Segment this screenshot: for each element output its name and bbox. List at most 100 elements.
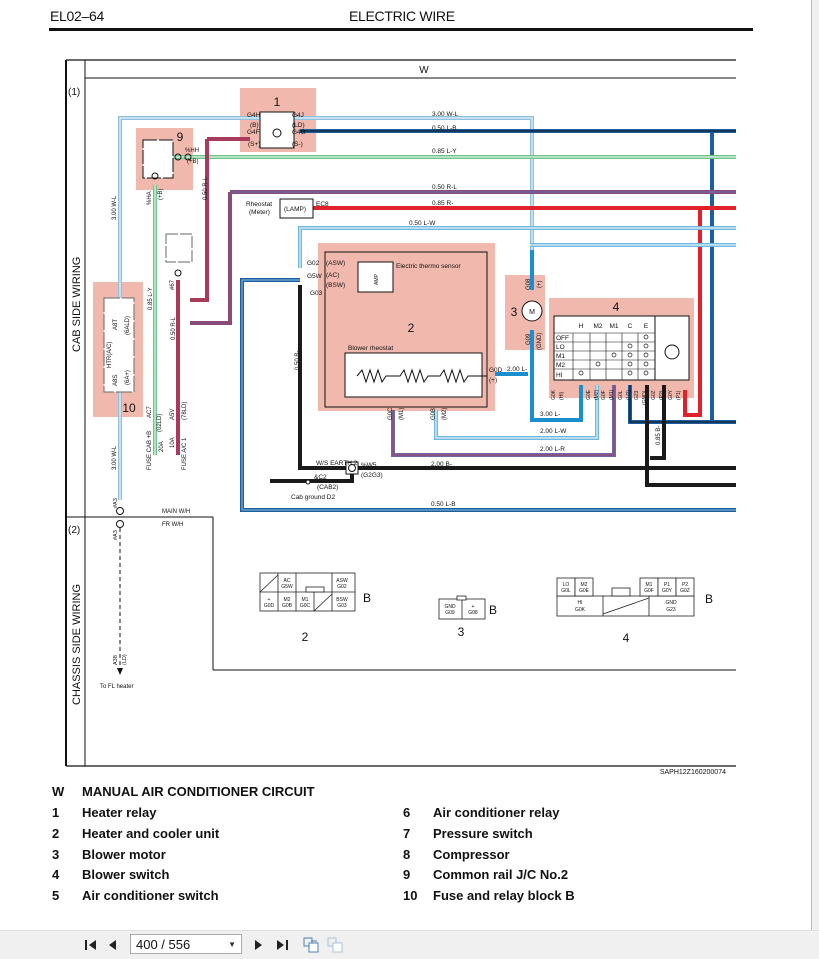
path-shape (435, 385, 598, 439)
label-wire_labels-w16: 0.50 R-L (203, 176, 209, 200)
label-pins-9: (M1) (399, 408, 405, 420)
g-shape (578, 334, 649, 376)
label-2-1: G0D (264, 603, 275, 609)
previous-page-icon (109, 940, 116, 950)
rect-shape (305, 586, 325, 593)
label-fuse2-amp: 10A (170, 437, 176, 448)
label-wire_labels-w12: 0.50 L-B (431, 501, 456, 508)
label-wire_labels-w8: 3.00 L- (540, 411, 560, 418)
label-0-0: GND (444, 604, 456, 610)
label-cols-2: M1 (609, 323, 618, 330)
diagram-frame (65, 59, 736, 767)
label-pins-11: (P2) (659, 390, 665, 400)
label-pins-0: G4H (247, 112, 261, 119)
label-wire_labels-w17: 3.00 W-L (112, 445, 118, 470)
rect-shape (675, 577, 695, 597)
label-harness-main: MAIN W/H (162, 509, 190, 515)
label-c9-num: 9 (177, 130, 184, 144)
path-shape (299, 227, 736, 268)
label-pins-1: (+B) (187, 159, 199, 165)
last-page-icon (277, 940, 288, 950)
circle-shape (116, 520, 124, 528)
rect-shape (279, 198, 314, 219)
label-pins-2: HTR(A/C) (107, 342, 113, 368)
circle-shape (305, 479, 311, 485)
label-fuse1-pin: AC7 (147, 406, 153, 418)
next-page-button[interactable] (252, 936, 264, 954)
next-view-button[interactable] (326, 936, 344, 954)
label-pins-6: (S+) (248, 141, 260, 148)
label-0-0: LO (563, 582, 570, 588)
previous-page-button[interactable] (107, 936, 119, 954)
label-pins-6: G0D (489, 367, 503, 374)
label-4-0: M1 (302, 597, 309, 603)
circle-shape (151, 172, 159, 180)
label-4-1: G0Z (680, 588, 690, 594)
label-cols-1: M2 (593, 323, 602, 330)
previous-view-button[interactable] (302, 936, 320, 954)
circle-shape (643, 352, 649, 358)
label-c2-sub2: Blower rheostat (348, 345, 393, 352)
fuses: AC7 (02LD) 20A FUSE CAB +B A5V (78LD) 10… (147, 402, 188, 470)
label-3-0: P1 (664, 582, 670, 588)
label-3-1: G0Y (662, 588, 673, 594)
label-rows-1: LO (556, 344, 565, 351)
rect-shape (357, 261, 394, 293)
rect-shape (345, 461, 359, 475)
label-pins-8: G0C (388, 407, 394, 420)
label-wire_labels-w10: 2.00 L-R (540, 446, 565, 453)
page-number-select[interactable]: 400 / 556 ▼ (130, 934, 242, 954)
label-pins-3: (LD) (292, 122, 305, 129)
label-pins-7: (S-) (292, 141, 303, 148)
label-rheostat-label1: Rheostat (246, 201, 272, 208)
label-rows-2: M1 (556, 353, 565, 360)
label-pins-3: (+B) (158, 188, 164, 200)
circle-shape (643, 343, 649, 349)
first-page-button[interactable] (84, 936, 98, 954)
polyline-shape (356, 368, 487, 384)
label-rows-4: HI (556, 372, 563, 379)
section-label: W (419, 65, 429, 76)
label-harness-fr: FR W/H (162, 522, 183, 528)
label-c4-num: 4 (613, 300, 620, 314)
relay-box (165, 233, 193, 263)
heater-relay: 1 G4H G4J (B) (LD) G4F G4G (S+) (S-) (247, 95, 306, 149)
last-page-button[interactable] (275, 936, 289, 954)
label-1-0: M2 (581, 582, 588, 588)
heater-cooler-unit: 2 AMP Electric thermo sensor Blower rheo… (307, 251, 503, 420)
blower-switch: 4 H M2 M1 C E OFF LO M1 M2 HI G0K (HI) G… (551, 300, 690, 405)
label-c3-num: 3 (511, 305, 518, 319)
label-1-1: G02 (337, 584, 347, 590)
label-pins-13: (P1) (676, 390, 682, 400)
label-c10-num: 10 (122, 401, 136, 415)
vertical-scrollbar[interactable] (811, 0, 819, 930)
line-shape (602, 597, 650, 615)
label-3-0: M2 (284, 597, 291, 603)
next-view-icon (327, 937, 343, 953)
label-pins-2: G09 (526, 333, 532, 345)
label-rows-3: M2 (556, 362, 565, 369)
label-3-1: G0B (282, 603, 293, 609)
line-shape (313, 593, 333, 612)
label-5-1: G0K (575, 607, 586, 613)
circle-shape (627, 352, 633, 358)
label-pins-0: G0K (551, 389, 557, 400)
label-cols-3: C (628, 323, 633, 330)
label-pins-0: %HH (185, 148, 199, 154)
wire-labels: 3.00 W-L 0.50 L-B 0.85 L-Y 0.50 R-L 0.85… (112, 111, 662, 508)
label-wire_labels-w18: 0.85 B- (656, 426, 662, 445)
label-harness-pin_c2: (LD) (122, 654, 128, 665)
label-fuse1-conn: (02LD) (157, 414, 163, 432)
relay-pin: #67 (170, 279, 176, 290)
label-1-0: ASW (336, 578, 348, 584)
label-ground-a: W/S EARTH 2 (316, 460, 358, 467)
wire-3-00-l (530, 330, 583, 422)
label-pins-7: (LO) (626, 390, 632, 400)
label-rows-0: OFF (556, 335, 569, 342)
label-pins-7: (+) (489, 377, 497, 384)
label-c2-amp: AMP (374, 274, 380, 286)
next-page-icon (255, 940, 262, 950)
circle-shape (595, 361, 601, 367)
circle-shape (174, 269, 182, 277)
connector-3 (438, 595, 486, 620)
